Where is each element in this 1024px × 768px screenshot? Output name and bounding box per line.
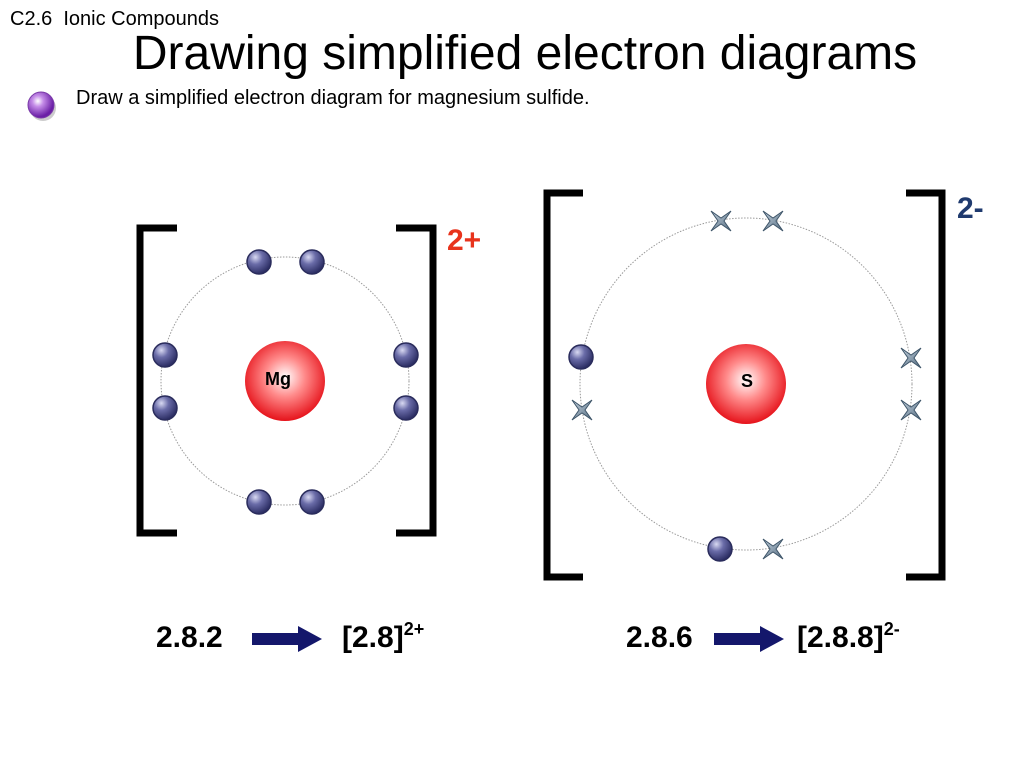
s-gained-electron-cross <box>710 210 732 232</box>
s-right-bracket <box>906 189 946 581</box>
s-symbol: S <box>741 371 753 391</box>
slide-title: Drawing simplified electron diagrams <box>132 27 918 80</box>
mg-electron <box>393 395 419 421</box>
course-label: C2.6 Ionic Compounds <box>10 8 220 30</box>
s-electron <box>707 536 733 562</box>
sulfide-ion-diagram: S 2- <box>543 189 984 581</box>
s-config-after: [2.8.8]2- <box>797 616 900 660</box>
mg-config-after: [2.8]2+ <box>342 616 424 660</box>
mg-left-bracket <box>136 224 177 537</box>
s-nucleus <box>706 344 786 424</box>
s-electron-shell <box>579 217 913 551</box>
mg-right-bracket <box>396 224 437 537</box>
mg-electron <box>246 249 272 275</box>
s-configuration-row: 2.8.6 [2.8.8]2- <box>0 616 1024 660</box>
s-gained-electron-cross <box>571 399 593 421</box>
mg-electron <box>299 489 325 515</box>
right-arrow-icon <box>252 626 322 652</box>
mg-charge-label: 2+ <box>447 224 481 257</box>
right-arrow-icon <box>714 626 784 652</box>
mg-electron <box>246 489 272 515</box>
mg-config-after-superscript: 2+ <box>403 619 425 639</box>
bullet-sphere-icon <box>27 91 56 121</box>
s-electron <box>568 344 594 370</box>
s-config-after-superscript: 2- <box>883 619 900 639</box>
mg-electron-shell <box>160 256 410 506</box>
s-config-after-text: [2.8.8] <box>797 621 884 654</box>
mg-nucleus <box>245 341 325 421</box>
s-charge-label: 2- <box>957 192 984 225</box>
s-gained-electron-cross <box>762 210 784 232</box>
mg-electron <box>393 342 419 368</box>
magnesium-ion-diagram: Mg 2+ <box>136 224 481 537</box>
s-left-bracket <box>543 189 583 581</box>
mg-electron <box>152 395 178 421</box>
question-prompt: Draw a simplified electron diagram for m… <box>76 87 590 109</box>
mg-configuration-row: 2.8.2 [2.8]2+ <box>0 616 512 660</box>
s-config-before: 2.8.6 <box>626 621 693 654</box>
mg-symbol: Mg <box>265 369 291 389</box>
mg-config-before: 2.8.2 <box>156 621 223 654</box>
mg-electron <box>152 342 178 368</box>
mg-electron <box>299 249 325 275</box>
mg-config-after-text: [2.8] <box>342 621 404 654</box>
